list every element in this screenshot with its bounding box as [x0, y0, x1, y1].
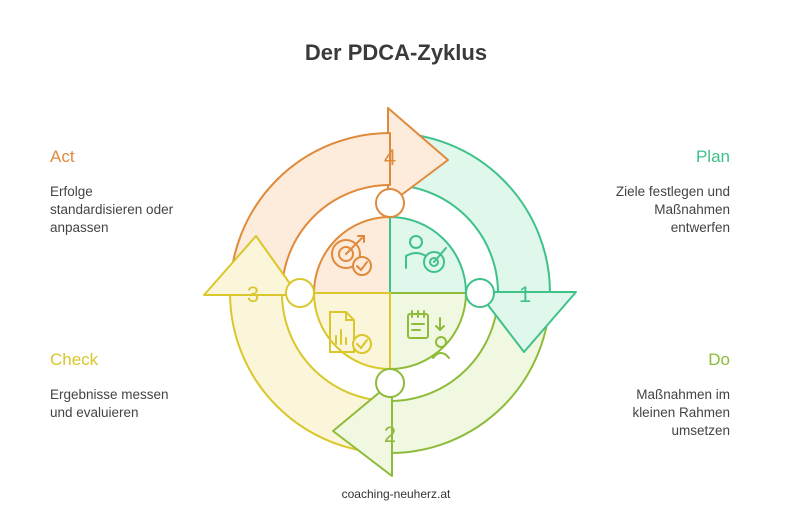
- right-notch: [465, 278, 495, 308]
- page-title: Der PDCA-Zyklus: [304, 40, 488, 65]
- checklist-person-icon: [407, 310, 450, 359]
- do-number: 2: [384, 422, 396, 447]
- top-notch: [375, 188, 405, 218]
- plan-title: Plan: [695, 147, 730, 166]
- left-notch: [285, 278, 315, 308]
- check-inner-quadrant: [312, 292, 391, 371]
- check-title: Check: [50, 350, 99, 369]
- plan-number: 1: [519, 282, 531, 307]
- plan-description: Ziele festlegen und Maßnahmen entwerfen: [615, 184, 730, 235]
- check-description: Ergebnisse messen und evaluieren: [50, 387, 169, 420]
- person-target-icon: [405, 235, 447, 273]
- act-title: Act: [50, 147, 75, 166]
- check-number: 3: [247, 282, 259, 307]
- do-title: Do: [708, 350, 730, 369]
- act-number: 4: [384, 145, 396, 170]
- target-check-icon: [331, 235, 372, 276]
- footer-source: coaching-neuherz.at: [341, 487, 451, 501]
- do-description: Maßnahmen im kleinen Rahmen umsetzen: [632, 387, 730, 438]
- act-description: Erfolge standardisieren oder anpassen: [50, 184, 174, 235]
- act-arrow-head: [387, 107, 449, 206]
- bottom-notch: [375, 368, 405, 398]
- document-chart-check-icon: [329, 311, 372, 354]
